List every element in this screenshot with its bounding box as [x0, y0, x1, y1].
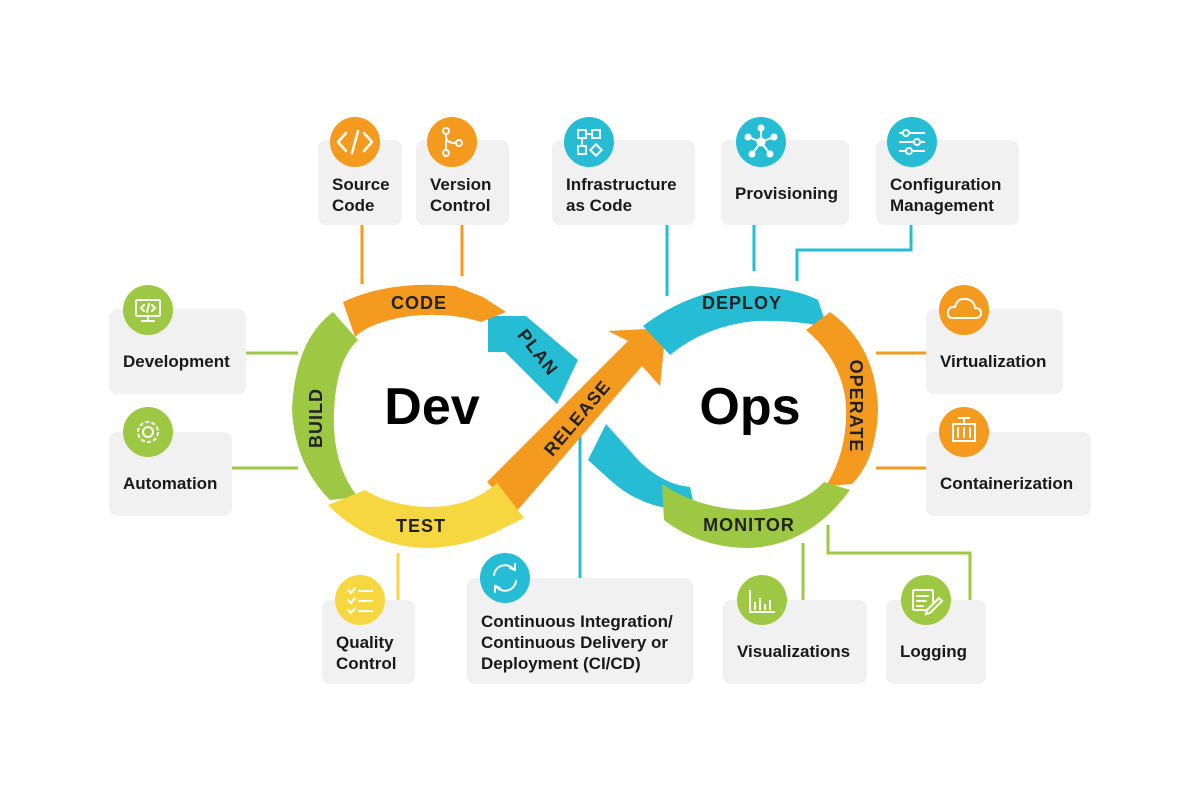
deploy-segment: [643, 286, 827, 355]
monitor-segment: [662, 482, 850, 548]
git-branch-icon: [427, 117, 477, 167]
hub-nodes-icon: [736, 117, 786, 167]
container-icon: [939, 407, 989, 457]
node-automation-label: Automation: [123, 474, 217, 493]
connectors: [232, 225, 972, 600]
node-provisioning-label: Provisioning: [735, 184, 838, 203]
monitor-code-icon: [123, 285, 173, 335]
node-source-code: Source Code: [318, 140, 402, 225]
code-segment: [343, 284, 506, 337]
checklist-icon: [335, 575, 385, 625]
node-visualizations-label: Visualizations: [737, 642, 850, 661]
node-containerization-label: Containerization: [940, 474, 1073, 493]
code-brackets-icon: [330, 117, 380, 167]
gear-icon: [123, 407, 173, 457]
test-segment: [328, 483, 524, 548]
node-quality-control: Quality Control: [322, 600, 415, 684]
node-cicd: Continuous Integration/ Continuous Deliv…: [467, 578, 693, 684]
notepad-pencil-icon: [901, 575, 951, 625]
stage-label-build: BUILD: [306, 388, 326, 448]
cloud-icon: [939, 285, 989, 335]
release-segment: [487, 328, 666, 512]
node-version-control-label: Version Control: [430, 175, 496, 215]
stage-label-test: TEST: [396, 516, 446, 536]
node-logging-label: Logging: [900, 642, 967, 661]
sliders-icon: [887, 117, 937, 167]
stage-label-code: CODE: [391, 293, 447, 313]
ops-label: Ops: [699, 378, 800, 436]
stage-label-monitor: MONITOR: [703, 515, 795, 535]
node-configuration-management-label: Configuration Management: [890, 175, 1006, 215]
sync-arrows-icon: [480, 553, 530, 603]
node-virtualization-label: Virtualization: [940, 352, 1046, 371]
operate-segment: [806, 312, 878, 486]
stage-label-deploy: DEPLOY: [702, 293, 782, 313]
stage-label-operate: OPERATE: [846, 360, 866, 453]
node-cicd-label: Continuous Integration/ Continuous Deliv…: [481, 612, 677, 673]
dev-label: Dev: [384, 378, 479, 436]
bar-chart-icon: [737, 575, 787, 625]
node-development-label: Development: [123, 352, 230, 371]
infinity-loop: [292, 284, 878, 548]
node-source-code-label: Source Code: [332, 175, 394, 215]
plan-segment: [488, 316, 578, 404]
network-blocks-icon: [564, 117, 614, 167]
node-infrastructure-as-code-label: Infrastructure as Code: [566, 175, 681, 215]
node-quality-control-label: Quality Control: [336, 633, 398, 673]
build-segment: [292, 312, 358, 500]
node-logging: Logging: [886, 600, 986, 684]
